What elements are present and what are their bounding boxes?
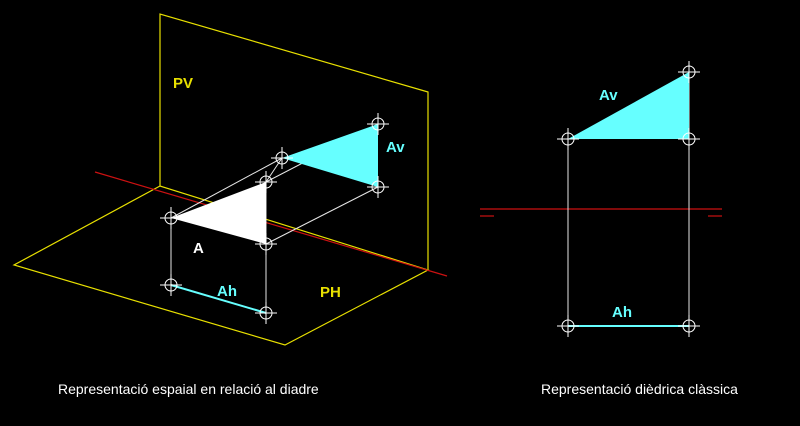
marker [160, 274, 182, 296]
spatial-view: PV PH A Av Ah Representació espaial en r… [12, 13, 448, 397]
label-av-right: Av [599, 87, 618, 104]
caption-dihedral: Representació dièdrica clàssica [541, 381, 738, 397]
dihedral-view: Av Ah Representació dièdrica clàssica [480, 61, 738, 397]
marker [557, 315, 579, 337]
projection-av [568, 72, 689, 139]
marker [367, 176, 389, 198]
marker [367, 113, 389, 135]
marker [271, 147, 293, 169]
marker [255, 302, 277, 324]
object-triangle-a [171, 182, 266, 244]
caption-spatial: Representació espaial en relació al diad… [58, 381, 319, 397]
vertical-plane [159, 13, 429, 270]
projection-ah-horizontal [170, 284, 267, 314]
marker [678, 128, 700, 150]
marker [557, 128, 579, 150]
label-ph: PH [320, 284, 341, 301]
marker [255, 171, 277, 193]
ground-line [94, 171, 448, 277]
label-ah-right: Ah [612, 304, 632, 321]
label-pv: PV [173, 75, 193, 92]
marker [678, 315, 700, 337]
label-a: A [193, 240, 204, 257]
horizontal-plane [12, 185, 430, 346]
marker [255, 233, 277, 255]
point-markers-left [160, 113, 389, 324]
marker [678, 61, 700, 83]
label-ah-left: Ah [217, 283, 237, 300]
label-av-left: Av [386, 139, 405, 156]
marker [160, 207, 182, 229]
projection-av-vertical [282, 124, 378, 187]
point-markers-right [557, 61, 700, 337]
